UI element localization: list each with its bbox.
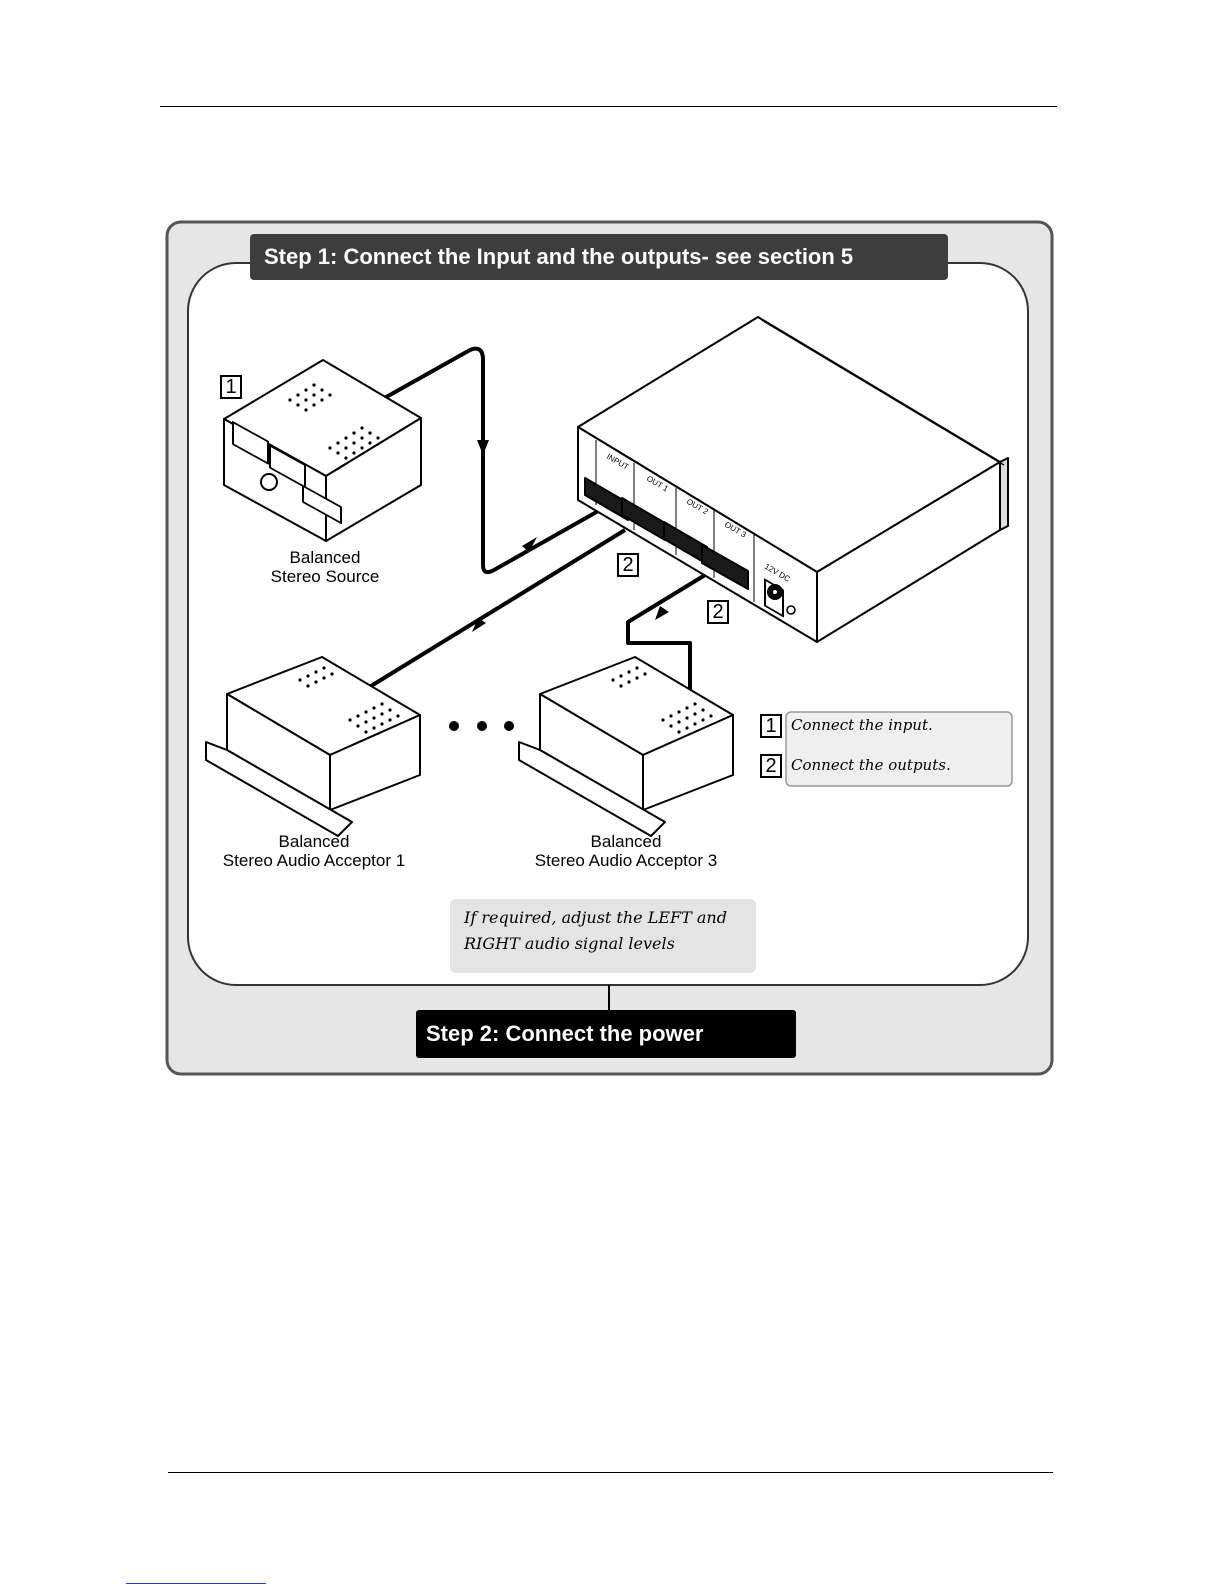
- input-arrow-right: [522, 537, 537, 552]
- output3-arrow: [655, 606, 669, 620]
- note-line1: If required, adjust the LEFT and: [464, 908, 727, 927]
- acceptor3-label-line2: Stereo Audio Acceptor 3: [534, 851, 718, 870]
- source-grille: [288, 383, 380, 460]
- acceptor1-device: [205, 656, 421, 837]
- step1-title: Step 1: Connect the Input and the output…: [264, 244, 854, 269]
- output1-arrow: [472, 618, 486, 632]
- source-label-line2: Stereo Source: [270, 567, 380, 586]
- note-line2: RIGHT audio signal levels: [464, 934, 675, 953]
- legend-box: [785, 711, 1013, 787]
- ellipsis-dots: [449, 721, 514, 731]
- switcher-unit: [577, 316, 1009, 643]
- footer-link-underline: [126, 1583, 266, 1584]
- legend-number-1: 1: [760, 714, 782, 738]
- acceptor1-label-line1: Balanced: [278, 832, 350, 851]
- acceptor3-grille: [611, 666, 713, 734]
- input-arrow-down: [477, 440, 489, 455]
- acceptor3-device: [518, 656, 734, 837]
- step2-title: Step 2: Connect the power: [426, 1021, 704, 1046]
- source-label: Balanced Stereo Source: [232, 548, 418, 586]
- acceptor1-grille: [298, 666, 400, 734]
- step2-banner: Step 2: Connect the power: [416, 1010, 796, 1058]
- level-adjust-note: If required, adjust the LEFT and RIGHT a…: [450, 899, 756, 973]
- footer-rule: [168, 1472, 1053, 1473]
- stereo-source-device: [223, 359, 422, 542]
- input-cable: [355, 346, 601, 575]
- callout-output-number-a: 2: [617, 553, 639, 577]
- callout-input-number: 1: [220, 375, 242, 399]
- source-label-line1: Balanced: [289, 548, 361, 567]
- acceptor3-label: Balanced Stereo Audio Acceptor 3: [512, 832, 740, 870]
- acceptor1-label: Balanced Stereo Audio Acceptor 1: [200, 832, 428, 870]
- legend-number-2: 2: [760, 754, 782, 778]
- legend-text-2: Connect the outputs.: [791, 756, 951, 774]
- legend-text-1: Connect the input.: [791, 716, 933, 734]
- output-cable-1: [356, 528, 627, 696]
- step1-banner: Step 1: Connect the Input and the output…: [250, 234, 948, 280]
- acceptor3-label-line1: Balanced: [590, 832, 662, 851]
- header-rule: [160, 106, 1057, 107]
- callout-output-number-b: 2: [707, 600, 729, 624]
- acceptor1-label-line2: Stereo Audio Acceptor 1: [222, 851, 406, 870]
